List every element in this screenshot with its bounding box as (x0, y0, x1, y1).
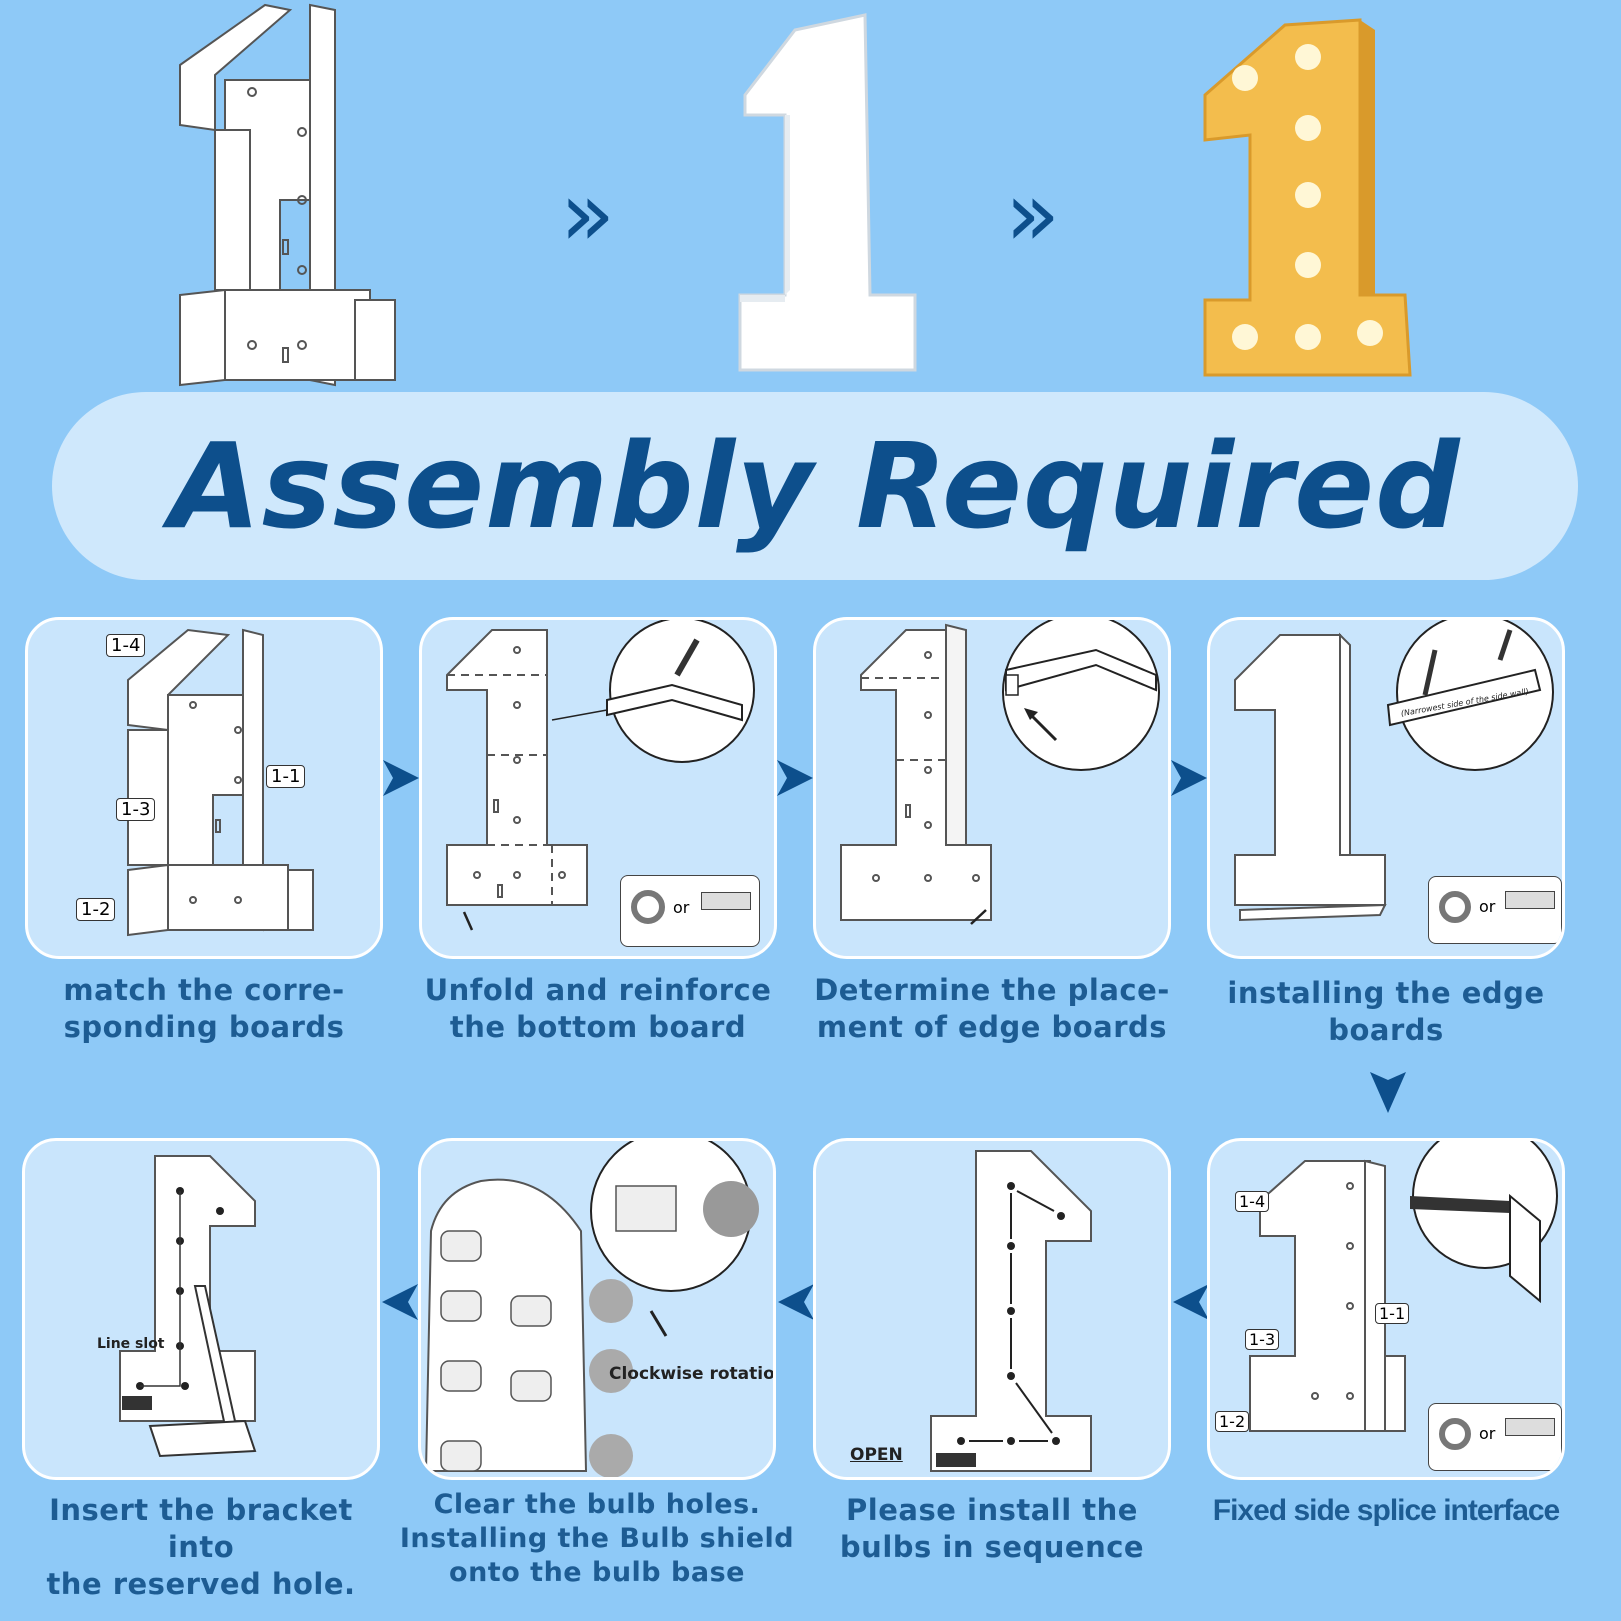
step-3-caption: Determine the place- ment of edge boards (814, 973, 1170, 1044)
glue-gun-icon (1505, 1418, 1555, 1436)
chevron-icon: » (560, 162, 616, 267)
or-label: or (1479, 1424, 1496, 1443)
step-3-panel (813, 617, 1171, 959)
glue-gun-icon (1505, 891, 1555, 909)
board-label-1-1: 1-1 (1375, 1303, 1410, 1324)
arrow-down-icon (1370, 1072, 1406, 1113)
step-4-diagram (1234, 620, 1554, 922)
title-banner (52, 392, 1578, 580)
tape-or-glue-gun-icon: or (1428, 1403, 1562, 1471)
tape-roll-icon (631, 890, 665, 924)
step-5-diagram (1249, 1141, 1558, 1432)
arrow-right-icon (777, 760, 813, 796)
board-label-1-2: 1-2 (1215, 1411, 1250, 1432)
arrow-right-icon (383, 760, 419, 796)
arrow-right-icon (1171, 760, 1207, 796)
or-label: or (1479, 897, 1496, 916)
line-slot-label: Line slot (97, 1336, 165, 1352)
board-label-1-4: 1-4 (1235, 1191, 1270, 1212)
arrow-left-icon (778, 1284, 814, 1320)
step-7-diagram (424, 1141, 759, 1477)
tape-roll-icon (1439, 891, 1471, 923)
step-6-caption: Please install the bulbs in sequence (839, 1493, 1145, 1564)
lit-marquee-illustration (1203, 18, 1412, 377)
arrow-left-icon (1173, 1284, 1209, 1320)
step-1-panel: 1-4 1-1 1-3 1-2 (25, 617, 383, 959)
step-7-caption: Clear the bulb holes. Installing the Bul… (399, 1489, 795, 1588)
unassembled-frame-illustration (179, 3, 396, 387)
step-2-diagram (446, 620, 755, 931)
step-8-caption: Insert the bracket into the reserved hol… (46, 1493, 356, 1601)
board-label-1-2: 1-2 (76, 898, 116, 921)
step-5-panel: 1-4 1-1 1-3 1-2 or (1207, 1138, 1565, 1480)
glue-gun-icon (701, 892, 751, 910)
step-2-caption: Unfold and reinforce the bottom board (424, 973, 772, 1044)
board-label-1-3: 1-3 (116, 798, 156, 821)
step-7-panel: Clockwise rotatio (418, 1138, 776, 1480)
tape-or-glue-gun-icon: or (620, 875, 760, 947)
or-label: or (673, 898, 690, 917)
board-label-1-1: 1-1 (266, 765, 306, 788)
chevron-icon: » (1005, 162, 1061, 267)
step-8-diagram (119, 1155, 257, 1458)
step-1-caption: match the corre- sponding boards (63, 973, 345, 1044)
step-2-panel: or (419, 617, 777, 959)
arrow-left-icon (382, 1284, 418, 1320)
board-label-1-3: 1-3 (1245, 1329, 1280, 1350)
assembled-frame-illustration (738, 13, 917, 372)
clockwise-rotation-label: Clockwise rotatio (609, 1364, 775, 1384)
page-title: Assembly Required (169, 417, 1461, 555)
step-8-panel: Line slot (22, 1138, 380, 1480)
step-4-caption: installing the edge boards (1227, 976, 1545, 1047)
tape-roll-icon (1439, 1418, 1471, 1450)
step-5-caption: Fixed side splice interface (1212, 1494, 1561, 1527)
step-4-panel: (Narrowest side of the side wall) or (1207, 617, 1565, 959)
tape-or-glue-gun-icon: or (1428, 876, 1562, 944)
step-6-panel: OPEN (813, 1138, 1171, 1480)
step-3-diagram (840, 620, 1160, 925)
board-label-1-4: 1-4 (106, 634, 146, 657)
step-6-diagram (930, 1150, 1092, 1472)
step-1-diagram (127, 628, 314, 937)
open-label: OPEN (850, 1445, 903, 1465)
